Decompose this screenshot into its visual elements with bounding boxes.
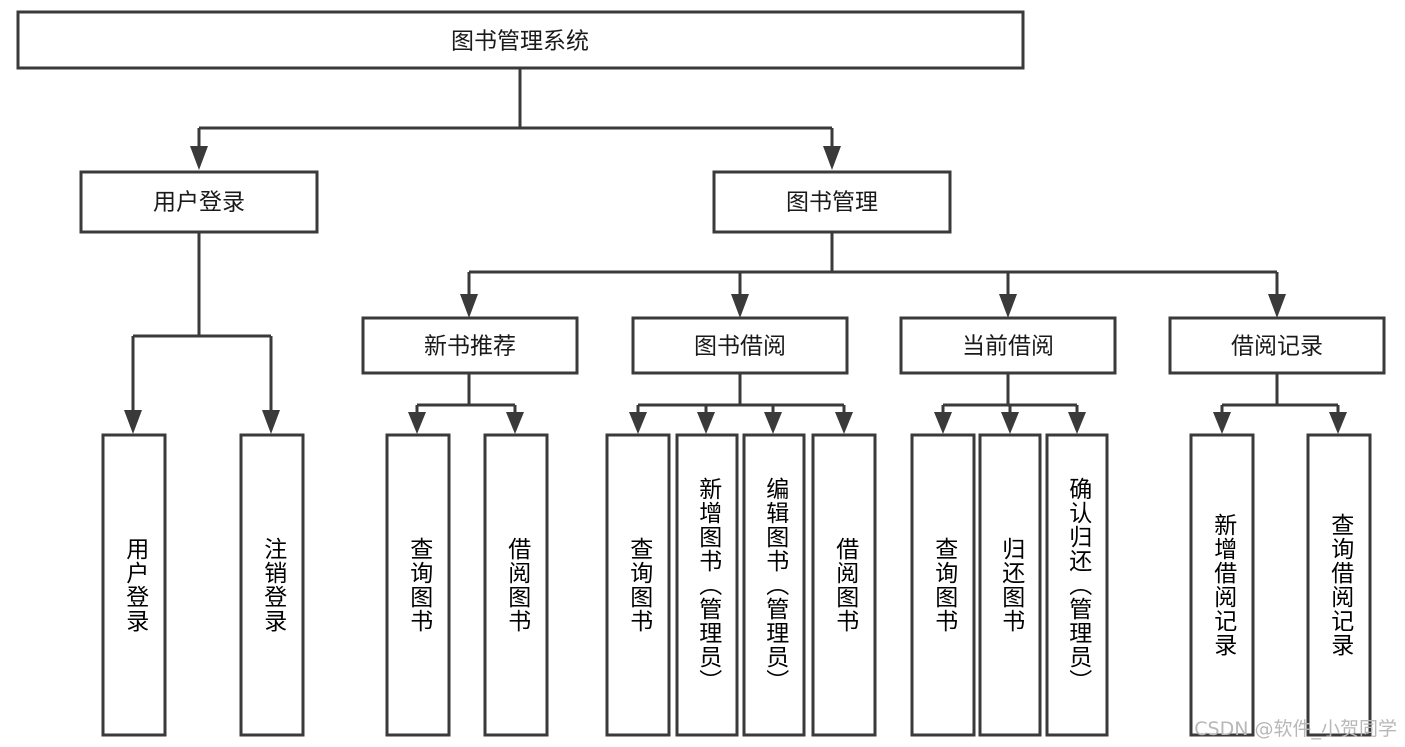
arrowhead-leaf-query-book-3 [934,412,952,434]
node-user-login[interactable]: 用户登录 [79,170,319,234]
leaf-label-logout: 注销登录 [259,537,286,633]
leaf-box-add-record[interactable] [1189,433,1255,737]
leaf-node-borrow-book[interactable]: 借阅图书 [811,433,877,737]
new-book-recommend-box[interactable] [361,316,579,375]
arrowhead-leaf-add-record [1213,412,1231,434]
leaf-label-query-record: 查询借阅记录 [1326,513,1353,657]
arrowhead-current-borrow [999,294,1017,318]
current-borrow-label: 当前借阅 [962,334,1054,360]
arrowhead-book-borrow [731,294,749,318]
connectors-new-book-to-leaves [408,373,524,434]
node-new-book-recommend[interactable]: 新书推荐 [361,316,579,375]
connectors-book-borrow-to-leaves [629,373,853,434]
leaf-node-query-book-new[interactable]: 查询图书 [385,433,451,737]
arrowhead-leaf-logout [262,410,280,434]
leaf-node-logout[interactable]: 注销登录 [239,433,305,737]
leaf-box-confirm-return[interactable] [1045,433,1109,737]
borrow-record-box[interactable] [1168,316,1386,375]
leaf-node-add-record[interactable]: 新增借阅记录 [1189,433,1255,737]
leaf-node-query-record[interactable]: 查询借阅记录 [1306,433,1372,737]
root-label: 图书管理系统 [451,29,589,55]
node-book-management[interactable]: 图书管理 [712,170,952,234]
arrowhead-leaf-borrow-book-1 [506,412,524,434]
connectors-user-login-to-leaves [124,232,280,434]
leaf-node-add-book[interactable]: 新增图书（管理员） [675,433,739,737]
leaf-node-edit-book[interactable]: 编辑图书（管理员） [742,433,806,737]
leaf-box-query-book-borrow[interactable] [605,433,671,737]
root-box[interactable] [16,10,1025,70]
user-login-label: 用户登录 [153,190,245,216]
new-book-recommend-label: 新书推荐 [424,334,516,360]
arrowhead-new-book [460,294,478,318]
leaf-box-query-book-new[interactable] [385,433,451,737]
leaf-box-borrow-book-new[interactable] [483,433,549,737]
connectors-root-to-level2 [190,68,841,170]
arrowhead-leaf-return-book [1001,412,1019,434]
leaf-label-add-book: 新增图书（管理员） [694,477,721,693]
book-borrow-box[interactable] [631,316,849,375]
leaf-node-query-book-current[interactable]: 查询图书 [910,433,976,737]
node-root[interactable]: 图书管理系统 [16,10,1025,70]
leaf-box-query-book-current[interactable] [910,433,976,737]
arrowhead-leaf-query-book-1 [408,412,426,434]
leaf-box-add-book[interactable] [675,433,739,737]
connectors-borrow-record-to-leaves [1213,373,1347,434]
node-current-borrow[interactable]: 当前借阅 [899,316,1117,375]
node-book-borrow[interactable]: 图书借阅 [631,316,849,375]
arrowhead-leaf-edit-book [764,412,782,434]
node-borrow-record[interactable]: 借阅记录 [1168,316,1386,375]
leaf-node-return-book[interactable]: 归还图书 [978,433,1042,737]
leaf-box-edit-book[interactable] [742,433,806,737]
book-management-box[interactable] [712,170,952,234]
arrowhead-leaf-add-book [697,412,715,434]
leaf-node-confirm-return[interactable]: 确认归还（管理员） [1045,433,1109,737]
arrowhead-book-mgmt [823,146,841,170]
leaf-label-edit-book: 编辑图书（管理员） [761,477,788,693]
connectors-book-mgmt-to-level3 [460,232,1286,318]
arrowhead-leaf-borrow-book-2 [835,412,853,434]
current-borrow-box[interactable] [899,316,1117,375]
leaf-node-borrow-book-new[interactable]: 借阅图书 [483,433,549,737]
borrow-record-label: 借阅记录 [1231,334,1323,360]
book-borrow-label: 图书借阅 [694,334,786,360]
arrowhead-leaf-user-login [124,410,142,434]
leaf-node-user-login[interactable]: 用户登录 [101,433,167,737]
book-management-label: 图书管理 [786,190,878,216]
leaf-label-confirm-return: 确认归还（管理员） [1064,477,1091,693]
leaf-label-query-book-new: 查询图书 [405,537,432,633]
arrowhead-leaf-query-record [1329,412,1347,434]
leaf-label-return-book: 归还图书 [997,537,1024,633]
connectors-current-borrow-to-leaves [934,373,1086,434]
leaf-label-user-login: 用户登录 [121,537,148,633]
arrowhead-leaf-query-book-2 [629,412,647,434]
arrowhead-borrow-record [1268,294,1286,318]
leaf-node-query-book-borrow[interactable]: 查询图书 [605,433,671,737]
leaf-box-query-record[interactable] [1306,433,1372,737]
arrowhead-leaf-confirm-return [1068,412,1086,434]
leaf-label-borrow-book: 借阅图书 [831,537,858,633]
leaf-box-borrow-book[interactable] [811,433,877,737]
leaf-box-logout[interactable] [239,433,305,737]
leaf-box-return-book[interactable] [978,433,1042,737]
leaf-label-query-book-borrow: 查询图书 [625,537,652,633]
leaf-label-borrow-book-new: 借阅图书 [503,537,530,633]
user-login-box[interactable] [79,170,319,234]
leaf-label-add-record: 新增借阅记录 [1209,513,1236,657]
leaf-label-query-book-current: 查询图书 [930,537,957,633]
leaf-box-user-login[interactable] [101,433,167,737]
arrowhead-user-login [190,146,208,170]
